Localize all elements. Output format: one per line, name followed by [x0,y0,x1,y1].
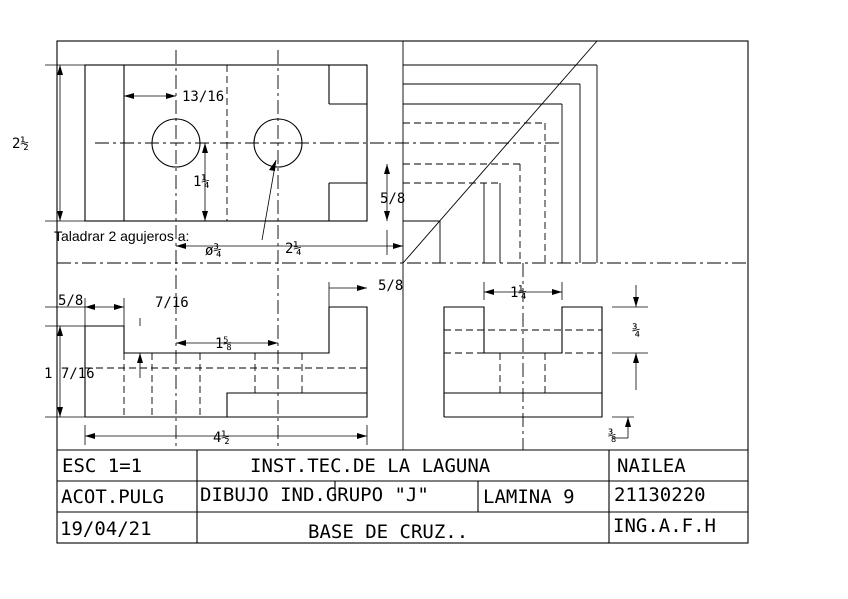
dim-left-step-w: 7/16 [155,295,189,311]
title-institution: INST.TEC.DE LA LAGUNA [250,455,491,477]
dim-slot-depth: 5/8 [380,191,405,207]
title-student: NAILEA [617,455,686,477]
dim-hole-dia: ø¾ [205,243,222,259]
side-view [443,263,603,450]
dim-hole-offset: 1¼ [193,174,210,190]
dim-front-height: 1 7/16 [44,366,95,382]
sheet-border [56,40,749,544]
front-view-outline [84,306,368,418]
title-date: 19/04/21 [60,518,152,540]
title-course: DIBUJO IND.GRUPO "J" [200,484,429,506]
dim-hole-dist: 2¼ [285,241,302,257]
title-scale: ESC 1=1 [62,455,142,477]
title-student-id: 21130220 [614,484,706,506]
title-part-name: BASE DE CRUZ.. [308,521,468,543]
title-teacher: ING.A.F.H [613,515,716,537]
projection-lines [403,64,598,263]
title-block [57,449,748,543]
front-view [84,306,368,418]
dim-slot-width-side: 1¼ [510,285,527,301]
top-view-outline [84,64,368,222]
dim-hole-spacing: 13/16 [182,89,224,105]
top-view [84,50,560,450]
hole-right [253,118,303,168]
dimensions [45,64,648,445]
title-sheet: LAMINA 9 [483,486,575,508]
dim-top-step: 5/8 [378,278,403,294]
side-view-outline [443,306,603,418]
dim-overall-width: 4½ [213,430,230,446]
dim-left-step-h: 5/8 [58,293,83,309]
dim-slot-width-front: 1⅝ [215,336,232,352]
title-units: ACOT.PULG [61,486,164,508]
dim-base-thickness: ⅜ [608,428,616,444]
miter-line [402,40,598,264]
dim-overall-height: 2½ [12,136,29,152]
hole-left [151,118,201,168]
dim-side-step-h: ¾ [632,323,640,339]
drill-note: Taladrar 2 agujeros a: [54,228,189,244]
